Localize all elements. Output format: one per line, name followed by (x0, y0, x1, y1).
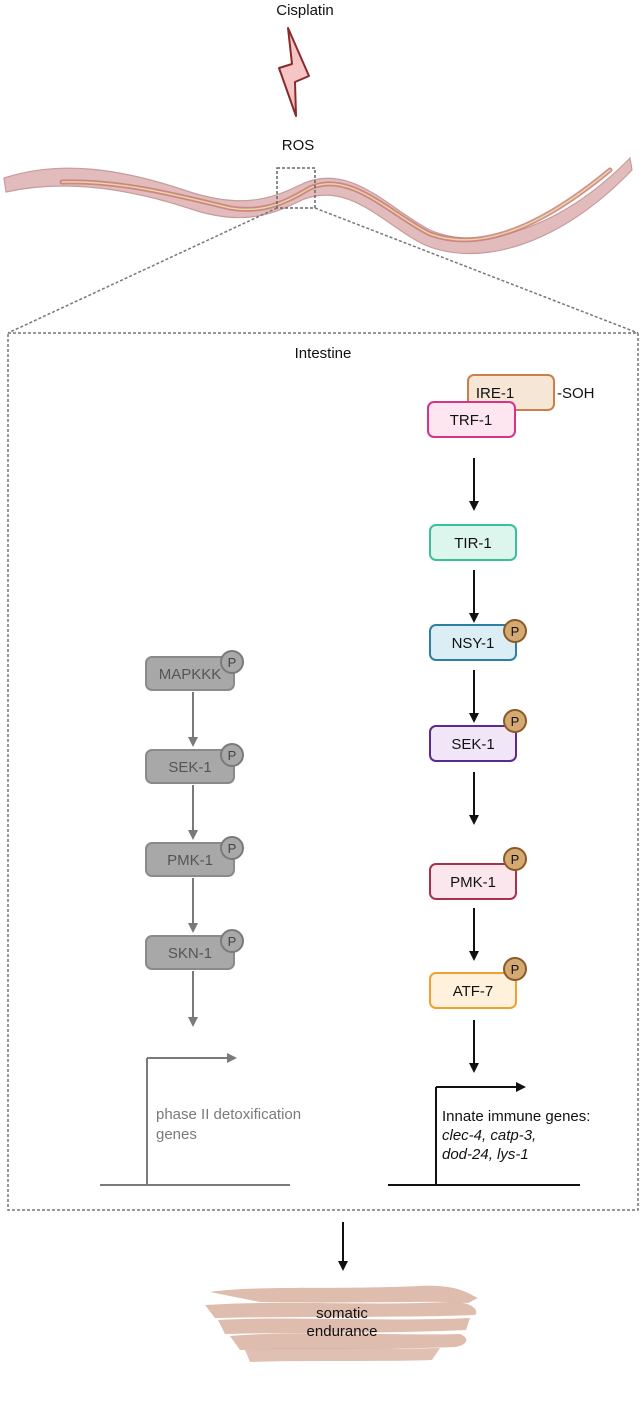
phospho-icon (220, 836, 244, 860)
phospho-icon (503, 847, 527, 871)
node-trf1 (427, 401, 516, 438)
worm-illustration (3, 156, 633, 255)
gene-promoter-immune (388, 1082, 580, 1186)
svg-text:ATF-7: ATF-7 (453, 983, 494, 1000)
phospho-icon (503, 957, 527, 981)
immune-pathway: IRE-1 -SOH TRF-1 TIR-1 NSY-1 P SEK-1 P P… (388, 374, 595, 1186)
intestine-panel (7, 332, 639, 1211)
svg-text:P: P (511, 852, 520, 867)
phospho-icon (220, 743, 244, 767)
phospho-icon (220, 650, 244, 674)
svg-text:P: P (511, 962, 520, 977)
svg-text:P: P (511, 714, 520, 729)
brush-stroke-background (205, 1285, 478, 1362)
immune-genes-label: Innate immune genes: (442, 1108, 590, 1125)
immune-genes-list-1: clec-4, catp-3, (442, 1127, 536, 1144)
intestine-label: Intestine (295, 345, 352, 362)
cisplatin-label: Cisplatin (276, 2, 334, 19)
node-atf7 (429, 972, 517, 1009)
gray-pathway: MAPKKK P SEK-1 P PMK-1 P SKN-1 P phase I… (100, 650, 301, 1186)
svg-text:P: P (511, 624, 520, 639)
svg-text:TIR-1: TIR-1 (454, 535, 492, 552)
zoom-line-left (7, 207, 278, 334)
detox-genes-label-2: genes (156, 1126, 197, 1143)
svg-text:P: P (228, 934, 237, 949)
svg-text:TRF-1: TRF-1 (450, 412, 493, 429)
svg-text:P: P (228, 841, 237, 856)
lightning-icon (278, 27, 310, 117)
phospho-icon (220, 929, 244, 953)
svg-text:NSY-1: NSY-1 (452, 635, 495, 652)
svg-text:P: P (228, 748, 237, 763)
outcome-label-2: endurance (307, 1323, 378, 1340)
gene-promoter-gray (100, 1053, 290, 1186)
svg-text:SKN-1: SKN-1 (168, 945, 212, 962)
svg-text:P: P (228, 655, 237, 670)
svg-text:SEK-1: SEK-1 (168, 759, 211, 776)
svg-text:PMK-1: PMK-1 (450, 874, 496, 891)
immune-genes-list-2: dod-24, lys-1 (442, 1146, 529, 1163)
node-pmk1 (429, 863, 517, 900)
svg-text:IRE-1: IRE-1 (476, 385, 514, 402)
zoom-box (276, 167, 316, 209)
phospho-icon (503, 619, 527, 643)
svg-text:SEK-1: SEK-1 (451, 736, 494, 753)
node-sek1 (429, 725, 517, 762)
ros-label: ROS (282, 137, 315, 154)
zoom-line-right (314, 207, 639, 334)
detox-genes-label: phase II detoxification (156, 1106, 301, 1123)
node-tir1 (429, 524, 517, 561)
outcome-label-1: somatic (316, 1305, 368, 1322)
soh-label: -SOH (557, 385, 595, 402)
node-mapkkk-label: MAPKKK (159, 666, 222, 683)
svg-text:PMK-1: PMK-1 (167, 852, 213, 869)
phospho-icon (503, 709, 527, 733)
